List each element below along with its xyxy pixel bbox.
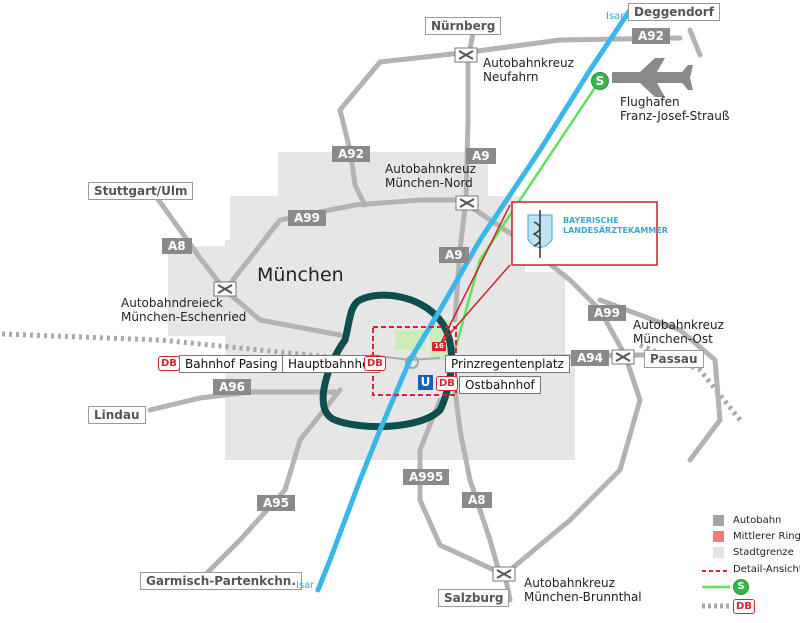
ubahn-icon: U [418,375,433,390]
sbahn-airport-line [453,79,602,351]
sbahn-airport-icon: S [591,72,609,90]
card-pointer [439,204,511,346]
motorway-sign-a995: A995 [403,469,450,485]
destination-nuernberg: Nürnberg [425,17,502,35]
db-icon-pasing: DB [158,356,180,371]
interchange-icon [611,349,635,365]
legend-label-ring: Mittlerer Ring [733,531,800,542]
motorway-sign-a99-east: A99 [588,305,626,321]
label-interchange-brunnthal: Autobahnkreuz München-Brunnthal [524,576,642,605]
motorway-sign-a94: A94 [571,350,609,366]
interchange-icon [492,566,516,582]
legend-sbahn-icon: S [733,579,749,595]
destination-garmisch: Garmisch-Partenkchn. [140,572,302,590]
legend-label-detail: Detail-Ansicht [733,564,800,575]
station-prinzregentenplatz: Prinzregentenplatz [445,355,570,373]
destination-passau: Passau [644,350,704,368]
station-pasing: Bahnhof Pasing [179,355,284,373]
motorway-sign-a96: A96 [213,379,251,395]
label-airport: Flughafen Franz-Josef-Strauß [620,95,730,124]
motorway-sign-a9-south: A9 [439,247,469,263]
legend-label-stadtgrenze: Stadtgrenze [733,547,794,558]
label-interchange-muenchen-ost: Autobahnkreuz München-Ost [633,318,724,347]
mittlerer-ring [319,291,455,430]
legend-swatch-autobahn [713,515,724,526]
address-marker: 16 [432,342,446,351]
db-icon-ostbahnhof: DB [436,376,458,391]
river-label-south: Isar [296,580,315,591]
destination-deggendorf: Deggendorf [628,3,720,21]
isar-river [315,7,633,593]
motorway-sign-a95: A95 [257,495,295,511]
legend-db-icon: DB [733,599,755,614]
interchange-icon [454,47,478,63]
legend-label-autobahn: Autobahn [733,515,782,526]
legend-swatch-ring [713,531,724,542]
label-interchange-eschenried: Autobahndreieck München-Eschenried [121,296,247,325]
destination-salzburg: Salzburg [438,589,510,607]
motorway-sign-a8-west: A8 [162,238,192,254]
card-text-line1: BAYERISCHE [563,216,619,225]
airplane-icon [612,58,693,97]
city-name: München [257,264,344,286]
destination-stuttgart-ulm: Stuttgart/Ulm [88,182,194,200]
motorway-sign-a99-west: A99 [288,210,326,226]
card-text-line2: LANDESÄRZTEKAMMER [563,226,668,235]
legend-swatch-stadtgrenze [713,547,724,558]
label-interchange-neufahrn: Autobahnkreuz Neufahrn [483,56,574,85]
motorway-sign-a8-south: A8 [462,492,492,508]
interchange-icon [455,195,479,211]
motorway-sign-a92-north: A92 [632,28,670,44]
station-ostbahnhof: Ostbahnhof [459,376,541,394]
interchange-markers [213,47,635,582]
chamber-logo-icon [527,210,553,258]
legend-graphics [702,570,730,609]
destination-lindau: Lindau [88,406,146,424]
motorway-sign-a9-north: A9 [466,148,496,164]
motorway-sign-a92-west: A92 [332,146,370,162]
label-interchange-muenchen-nord: Autobahnkreuz München-Nord [385,162,476,191]
river-label-north: Isar [606,11,625,22]
db-icon-hauptbahnhof: DB [364,356,386,371]
interchange-icon [213,281,237,297]
station-hauptbahnhof: Hauptbahnhof [282,355,380,373]
